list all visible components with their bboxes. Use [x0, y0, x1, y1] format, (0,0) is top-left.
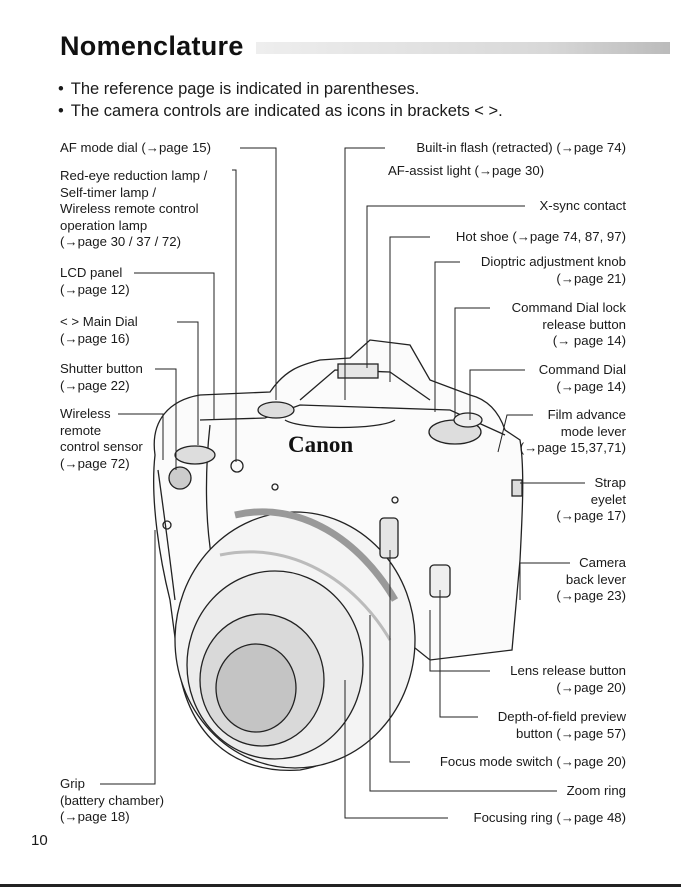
label-film-advance: Film advance mode lever (→page 15,37,71): [519, 407, 626, 456]
label-focusing-ring: Focusing ring (→page 48): [473, 810, 626, 825]
label-af-assist: AF-assist light (→page 30): [388, 163, 545, 178]
page-title: Nomenclature: [60, 31, 244, 61]
label-red-eye-lamp: Red-eye reduction lamp / Self-timer lamp…: [60, 168, 208, 250]
bottom-rule: [0, 884, 681, 887]
intro-item: The camera controls are indicated as ico…: [58, 100, 503, 122]
title-bar: [256, 42, 670, 54]
label-af-mode-dial: AF mode dial (→page 15): [60, 140, 211, 155]
label-focus-mode-switch: Focus mode switch (→page 20): [439, 754, 626, 769]
label-wireless-sensor: Wireless remote control sensor (→page 72…: [60, 406, 143, 471]
intro-list: The reference page is indicated in paren…: [58, 78, 503, 122]
label-command-dial: Command Dial (→page 14): [538, 362, 626, 394]
label-strap-eyelet: Strap eyelet (→page 17): [556, 475, 626, 524]
label-lens-release: Lens release button (→page 20): [510, 663, 626, 695]
label-grip: Grip (battery chamber) (→page 18): [60, 776, 165, 825]
label-main-dial: < > Main Dial (→page 16): [60, 314, 138, 346]
label-zoom-ring: Zoom ring: [566, 783, 626, 798]
intro-item: The reference page is indicated in paren…: [58, 78, 503, 100]
label-camera-back-lever: Camera back lever (→page 23): [556, 555, 626, 604]
label-shutter-button: Shutter button (→page 22): [60, 361, 143, 393]
label-dioptric-knob: Dioptric adjustment knob (→page 21): [480, 254, 626, 286]
label-lcd-panel: LCD panel (→page 12): [60, 265, 130, 297]
page-number: 10: [31, 832, 48, 849]
label-hot-shoe: Hot shoe (→page 74, 87, 97): [455, 229, 626, 244]
brand-logo: Canon: [288, 432, 353, 457]
label-x-sync: X-sync contact: [539, 198, 627, 213]
label-built-in-flash: Built-in flash (retracted) (→page 74): [416, 140, 626, 155]
label-dof-preview: Depth-of-field preview button (→page 57): [497, 709, 626, 741]
label-command-dial-lock: Command Dial lock release button (→ page…: [511, 300, 626, 349]
